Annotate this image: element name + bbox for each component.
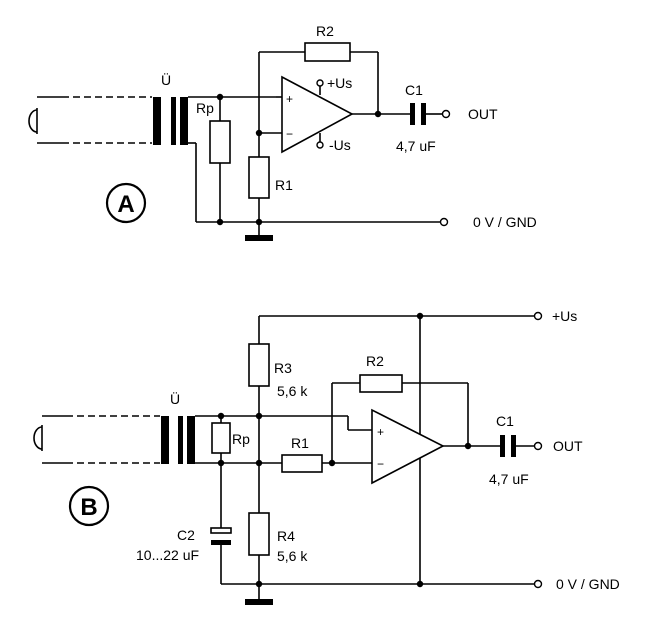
resistor-r2-b — [359, 374, 403, 393]
badge-label-b: B — [80, 494, 97, 521]
label-c2-b: C2 — [177, 527, 195, 543]
resistor-r2-a — [304, 42, 351, 62]
resistor-r4-b — [248, 512, 270, 556]
resistor-rp-a — [209, 120, 231, 164]
ground-symbol-a — [245, 235, 273, 241]
label-c2-value-b: 10...22 uF — [136, 547, 199, 563]
label-c1-a: C1 — [405, 82, 423, 98]
label-pos-supply-a: +Us — [327, 75, 352, 91]
label-rp-a: Rp — [196, 100, 214, 116]
label-r1-b: R1 — [291, 435, 309, 451]
label-r2-b: R2 — [366, 353, 384, 369]
ground-symbol-b — [245, 599, 273, 605]
terminal-pos-supply-a — [316, 79, 324, 87]
opamp-b — [371, 408, 445, 485]
opamp-plus-b: + — [377, 425, 384, 439]
capacitor-c2-plate2-b — [211, 540, 231, 545]
terminal-gnd-a — [439, 217, 449, 227]
label-gnd-a: 0 V / GND — [473, 214, 537, 230]
transformer-label-b: Ü — [170, 390, 180, 407]
label-pos-supply-b: +Us — [552, 308, 577, 324]
label-r3-value-b: 5,6 k — [277, 383, 308, 399]
shielded-cable-a — [37, 96, 152, 144]
label-c1-value-a: 4,7 uF — [396, 138, 436, 154]
label-r4-b: R4 — [277, 528, 295, 544]
label-rp-b: Rp — [232, 431, 250, 447]
label-out-b: OUT — [553, 438, 583, 454]
terminal-gnd-b — [533, 579, 543, 589]
label-r4-value-b: 5,6 k — [277, 548, 308, 564]
capacitor-c1-plate2-a — [421, 103, 426, 125]
capacitor-c1-plate1-a — [410, 103, 415, 125]
resistor-r1-b — [281, 454, 323, 473]
label-c1-b: C1 — [496, 413, 514, 429]
capacitor-c1-plate2-b — [511, 435, 516, 457]
resistor-r3-b — [248, 343, 270, 387]
capacitor-c2-plate1-b — [210, 527, 232, 534]
label-r2-a: R2 — [316, 23, 334, 39]
label-out-a: OUT — [468, 106, 498, 122]
resistor-r1-a — [248, 156, 270, 199]
transformer-a: Ü — [153, 71, 188, 145]
label-c1-value-b: 4,7 uF — [489, 471, 529, 487]
circuit-a: Ü Rp 0 V / GND R1 R2 + − — [28, 23, 537, 241]
circuit-b: Ü +Us R3 5,6 k Rp R1 R2 + — [33, 308, 620, 605]
microphone-icon-a — [28, 108, 38, 134]
terminal-out-a — [441, 109, 451, 119]
shielded-cable-b — [42, 415, 160, 464]
badge-circle-b — [68, 485, 110, 527]
terminal-pos-supply-b — [533, 311, 543, 321]
label-r3-b: R3 — [274, 360, 292, 376]
capacitor-c1-plate1-b — [500, 435, 505, 457]
badge-circle-a — [105, 182, 147, 224]
label-r1-a: R1 — [275, 177, 293, 193]
opamp-minus-b: − — [377, 457, 384, 471]
terminal-out-b — [533, 441, 543, 451]
microphone-icon-b — [33, 425, 43, 451]
opamp-a — [281, 75, 354, 154]
badge-label-a: A — [117, 191, 134, 218]
terminal-neg-supply-a — [316, 141, 324, 149]
opamp-plus-a: + — [286, 92, 293, 106]
opamp-minus-a: − — [286, 127, 293, 141]
resistor-rp-b — [211, 422, 231, 454]
label-neg-supply-a: -Us — [329, 137, 351, 153]
label-gnd-b: 0 V / GND — [556, 576, 620, 592]
transformer-b: Ü — [161, 390, 195, 464]
transformer-label-a: Ü — [161, 71, 171, 88]
